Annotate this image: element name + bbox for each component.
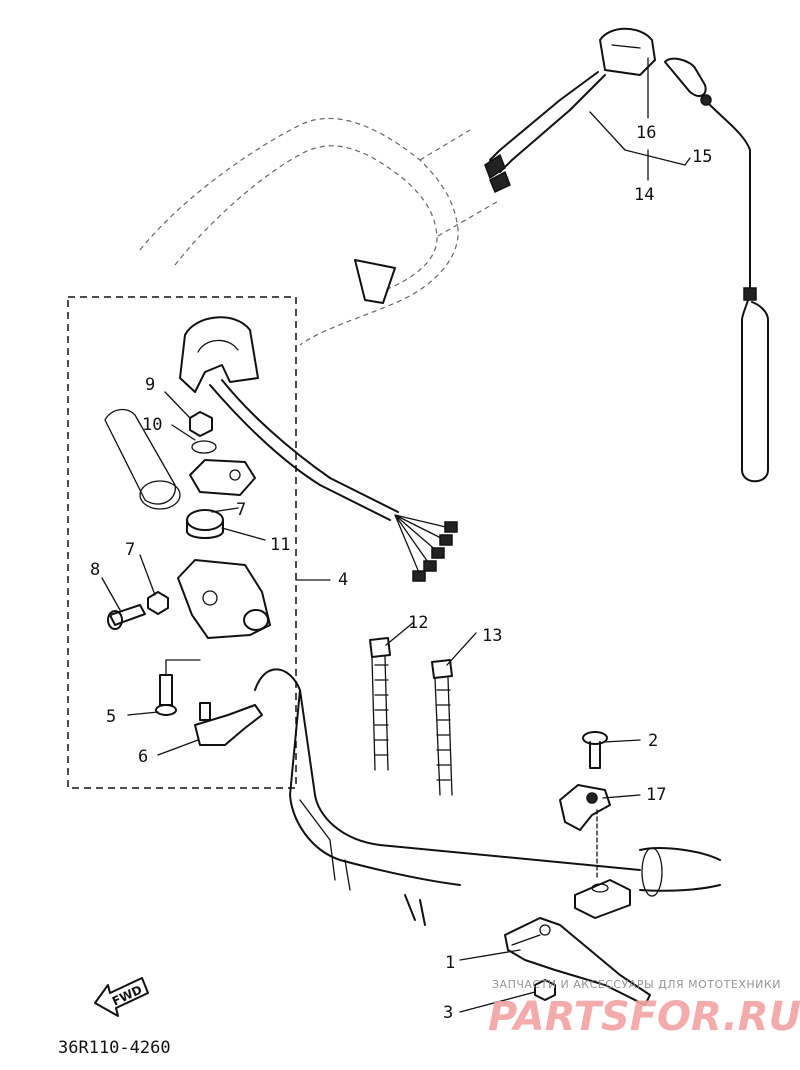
callout-6: 6 — [138, 747, 148, 767]
callout-4: 4 — [338, 570, 348, 590]
callout-12: 12 — [408, 613, 428, 633]
watermark-caption: ЗАПЧАСТИ И АКСЕССУАРЫ ДЛЯ МОТОТЕХНИКИ — [492, 978, 781, 991]
callout-leaders — [101, 57, 691, 1013]
lever-arm-6 — [194, 702, 263, 746]
throttle-body — [177, 559, 271, 639]
leader-5 — [165, 659, 201, 676]
collar-11 — [186, 509, 224, 539]
callout-11: 11 — [270, 535, 290, 555]
watermark: ЗАПЧАСТИ И АКСЕССУАРЫ ДЛЯ МОТОТЕХНИКИ PA… — [488, 978, 800, 1040]
callout-7-lower: 7 — [125, 540, 135, 560]
callout-2: 2 — [648, 731, 658, 751]
bolt-5 — [155, 674, 177, 716]
cable-tie-12 — [369, 637, 391, 771]
callout-labels: 1 2 3 4 5 6 7 7 8 9 10 11 12 13 14 15 16… — [90, 123, 712, 1023]
switch-wire-harness — [319, 477, 458, 582]
screw-8 — [107, 604, 146, 630]
handlebar — [254, 668, 721, 926]
callout-10: 10 — [142, 415, 162, 435]
cable-guide-bracket — [354, 259, 396, 304]
bracket-17 — [559, 784, 611, 831]
callout-17: 17 — [646, 785, 666, 805]
lever-plate — [189, 459, 256, 496]
callout-5: 5 — [106, 707, 116, 727]
callout-7-upper: 7 — [236, 500, 246, 520]
nut-7 — [147, 591, 169, 615]
drawing-code: 36R110-4260 — [58, 1038, 171, 1058]
cable-tie-13 — [431, 659, 453, 796]
callout-15: 15 — [692, 147, 712, 167]
handlebar-phantom-outline — [139, 117, 501, 346]
choke-lever-1 — [504, 917, 651, 1006]
callout-9: 9 — [145, 375, 155, 395]
fwd-direction-arrow: FWD — [94, 977, 149, 1017]
callout-8: 8 — [90, 560, 100, 580]
kill-switch-16 — [559, 27, 656, 111]
throttle-housing-upper — [179, 316, 331, 486]
nut-9 — [189, 411, 213, 437]
callout-13: 13 — [482, 626, 502, 646]
screw-2 — [582, 731, 608, 769]
callout-14: 14 — [634, 185, 654, 205]
nut-3 — [534, 979, 556, 1001]
callout-1: 1 — [445, 953, 455, 973]
throttle-grip — [104, 408, 181, 510]
lever-mount — [574, 879, 631, 919]
washer-10 — [191, 440, 217, 454]
fwd-label: FWD — [110, 983, 144, 1009]
assembly-group-box — [67, 296, 297, 789]
callout-3: 3 — [443, 1003, 453, 1023]
callout-16: 16 — [636, 123, 656, 143]
lanyard-15 — [664, 57, 769, 483]
switch-cable-14 — [484, 99, 571, 194]
watermark-brand: PARTSFOR.RU — [488, 994, 800, 1040]
